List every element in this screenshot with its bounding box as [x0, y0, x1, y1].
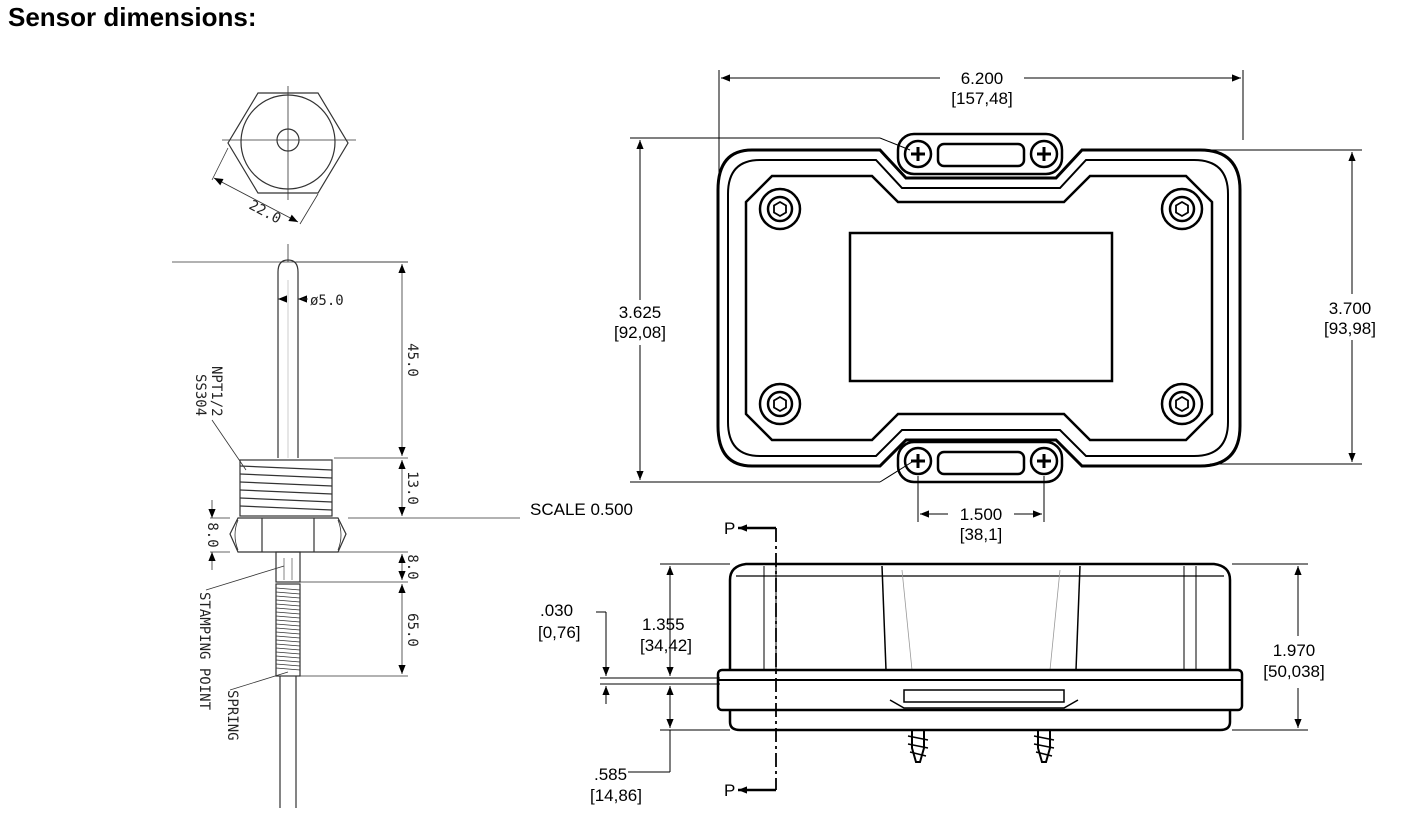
- section-label-top: P: [724, 519, 735, 538]
- total-height-inch: 1.970: [1273, 641, 1316, 660]
- probe-spring-length-label: 65.0: [404, 613, 420, 647]
- probe-spring: [275, 583, 301, 677]
- total-height-mm: [50,038]: [1263, 662, 1324, 681]
- page-title: Sensor dimensions:: [8, 2, 257, 32]
- enclosure-side-view: [716, 562, 1244, 763]
- gap-inch: .030: [540, 601, 573, 620]
- top-width-mm: [157,48]: [951, 89, 1012, 108]
- top-left-height-inch: 3.625: [619, 303, 662, 322]
- top-width-inch: 6.200: [961, 69, 1004, 88]
- probe-hex-width-label: 22.0: [246, 197, 283, 227]
- gap-mm: [0,76]: [538, 623, 581, 642]
- probe-collar-length-label: 8.0: [404, 554, 420, 579]
- mount-span-mm: [38,1]: [960, 525, 1003, 544]
- top-height-inch: 1.355: [642, 615, 685, 634]
- scale-label: SCALE 0.500: [530, 500, 633, 519]
- probe-hex-height-label: 8.0: [204, 522, 220, 547]
- base-height-inch: .585: [594, 765, 627, 784]
- probe-stamping-label: STAMPING POINT: [196, 592, 212, 711]
- probe-diameter-label: ø5.0: [310, 293, 344, 309]
- probe-hex-nut: [229, 517, 347, 553]
- probe-thread-spec-2: SS304: [192, 374, 208, 416]
- top-right-height-inch: 3.700: [1329, 299, 1372, 318]
- probe-thread-length-label: 13.0: [404, 471, 420, 505]
- tab-screws: [903, 139, 1059, 476]
- mount-span-inch: 1.500: [960, 505, 1003, 524]
- display-window: [848, 231, 1114, 383]
- base-height-mm: [14,86]: [590, 786, 642, 805]
- top-left-height-mm: [92,08]: [614, 323, 666, 342]
- top-right-height-mm: [93,98]: [1324, 319, 1376, 338]
- enclosure-top-view: [716, 132, 1242, 484]
- section-line: [738, 524, 777, 794]
- probe-spring-label: SPRING: [224, 690, 240, 741]
- probe-thread: [239, 459, 333, 517]
- corner-bolts: [758, 187, 1204, 426]
- probe-tip-length-label: 45.0: [404, 343, 420, 377]
- top-height-mm: [34,42]: [640, 636, 692, 655]
- probe-hex-top-view: [211, 86, 356, 225]
- section-label-bottom: P: [724, 781, 735, 800]
- probe-thread-spec-1: NPT1/2: [208, 366, 224, 417]
